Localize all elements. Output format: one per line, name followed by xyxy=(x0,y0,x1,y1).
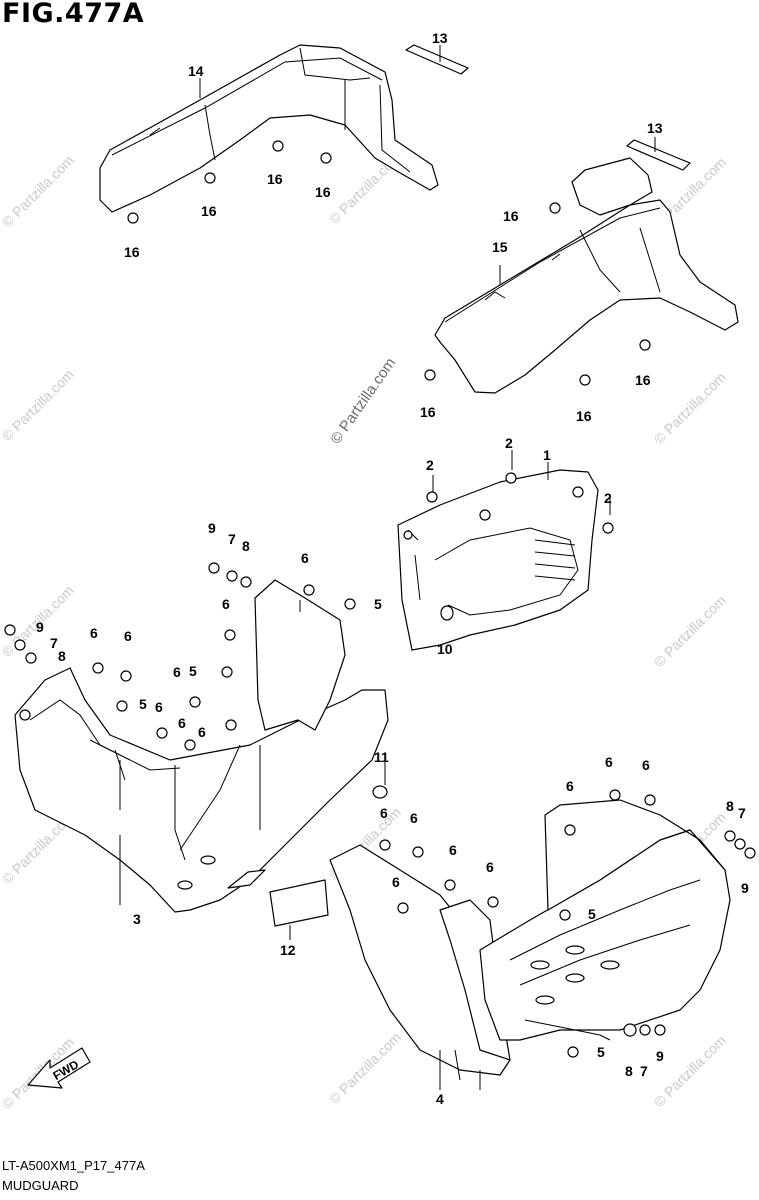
callout: 4 xyxy=(436,1091,444,1107)
callouts: 13 14 16 16 16 16 13 16 15 16 16 16 2 2 … xyxy=(36,30,749,1107)
callout: 6 xyxy=(173,664,181,680)
callout: 11 xyxy=(374,749,389,765)
fastener-5 xyxy=(116,598,579,1058)
callout: 16 xyxy=(124,244,140,260)
callout: 5 xyxy=(139,696,147,712)
callout: 1 xyxy=(543,447,551,463)
fastener-16-right xyxy=(424,202,651,386)
watermark-text: © Partzilla.com xyxy=(326,1029,404,1107)
callout: 6 xyxy=(301,550,309,566)
callout: 6 xyxy=(566,778,574,794)
callout: 8 xyxy=(726,798,734,814)
callout: 16 xyxy=(267,171,283,187)
callout: 7 xyxy=(228,531,236,547)
part-3-fender xyxy=(14,579,389,913)
fastener-6 xyxy=(92,584,656,914)
part-11-grommet xyxy=(372,785,388,799)
callout: 7 xyxy=(640,1063,648,1079)
watermark-text: © Partzilla.com xyxy=(0,152,77,230)
fastener-9-7-8-left xyxy=(4,624,37,664)
callout: 6 xyxy=(90,625,98,641)
callout: 16 xyxy=(503,208,519,224)
callout: 6 xyxy=(380,805,388,821)
center-watermark: © Partzilla.com xyxy=(327,355,399,448)
callout: 14 xyxy=(188,63,204,79)
part-13-strip-top xyxy=(405,44,469,75)
part-4-floorboard xyxy=(329,799,731,1090)
callout: 5 xyxy=(189,663,197,679)
callout: 9 xyxy=(36,619,44,635)
callout: 16 xyxy=(576,408,592,424)
figure-title: FIG.477A xyxy=(2,0,145,29)
part-15-guard xyxy=(434,157,739,394)
fastener-2 xyxy=(426,472,614,534)
part-14-guard xyxy=(99,44,439,213)
callout: 6 xyxy=(410,810,418,826)
watermark-text: © Partzilla.com xyxy=(651,592,729,670)
fasteners xyxy=(4,140,756,1058)
callout: 12 xyxy=(280,942,296,958)
callout: 16 xyxy=(201,203,217,219)
callout: 5 xyxy=(588,906,596,922)
callout: 6 xyxy=(124,628,132,644)
callout: 6 xyxy=(155,699,163,715)
callout: 10 xyxy=(437,641,453,657)
callout: 6 xyxy=(605,754,613,770)
callout: 6 xyxy=(642,757,650,773)
callout: 2 xyxy=(505,435,513,451)
watermark-text: © Partzilla.com xyxy=(651,1032,729,1110)
fastener-16 xyxy=(127,140,332,224)
leader-lines xyxy=(119,45,656,1090)
fastener-9-7-8-left-top xyxy=(208,562,252,588)
fastener-8-7-9-right xyxy=(623,830,756,1037)
callout: 8 xyxy=(242,538,250,554)
callout: 8 xyxy=(58,648,66,664)
callout: 5 xyxy=(597,1044,605,1060)
part-12-pad xyxy=(269,879,329,927)
callout: 6 xyxy=(222,596,230,612)
callout: 16 xyxy=(315,184,331,200)
callout: 13 xyxy=(432,30,448,46)
callout: 6 xyxy=(198,724,206,740)
fastener-10 xyxy=(440,605,454,621)
callout: 13 xyxy=(647,120,663,136)
callout: 6 xyxy=(449,842,457,858)
callout: 5 xyxy=(374,596,382,612)
callout: 9 xyxy=(208,520,216,536)
watermark-text: © Partzilla.com xyxy=(0,366,77,444)
callout: 2 xyxy=(604,490,612,506)
callout: 6 xyxy=(392,874,400,890)
callout: 8 xyxy=(625,1063,633,1079)
part-13-strip-right xyxy=(626,139,691,171)
diagram-code: LT-A500XM1_P17_477A xyxy=(2,1158,145,1173)
callout: 7 xyxy=(50,635,58,651)
callout: 6 xyxy=(486,859,494,875)
callout: 2 xyxy=(426,457,434,473)
callout: 3 xyxy=(133,911,141,927)
callout: 9 xyxy=(656,1048,664,1064)
callout: 15 xyxy=(492,239,508,255)
callout: 7 xyxy=(738,805,746,821)
watermark-text: © Partzilla.com xyxy=(651,369,729,447)
callout: 9 xyxy=(741,880,749,896)
callout: 16 xyxy=(420,404,436,420)
part-1-panel xyxy=(397,469,599,651)
callout: 16 xyxy=(635,372,651,388)
diagram-name: MUDGUARD xyxy=(2,1178,79,1193)
callout: 6 xyxy=(178,715,186,731)
